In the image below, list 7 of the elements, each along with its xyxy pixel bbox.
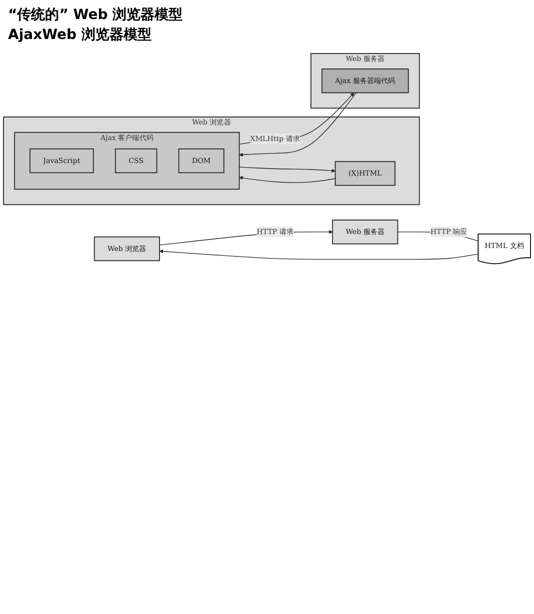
section-heading: AjaxWeb 浏览器模型 <box>8 26 152 44</box>
arrow <box>239 176 336 183</box>
arrow <box>238 166 336 173</box>
section-heading: “传统的” Web 浏览器模型 <box>8 6 184 24</box>
arrow <box>159 249 479 260</box>
arrow <box>239 92 357 157</box>
arrow <box>238 92 354 145</box>
